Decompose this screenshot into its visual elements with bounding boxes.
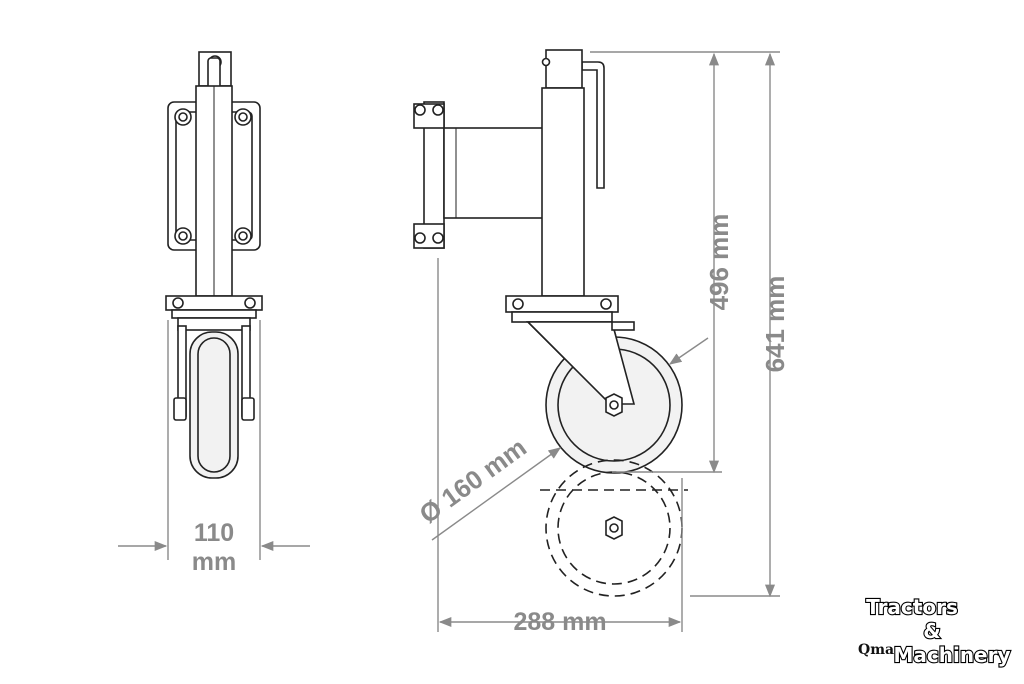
lowered-wheel-axle <box>605 516 623 540</box>
watermark-line2: & <box>923 619 940 643</box>
dimension-lines <box>118 51 780 632</box>
width-value-label: 110 <box>194 519 234 547</box>
watermark-line1: Tractors <box>866 595 958 619</box>
watermark-line3: Machinery <box>893 643 1010 667</box>
front-view <box>165 51 263 479</box>
side-view <box>413 49 683 474</box>
height-total-label: 641 mm <box>760 276 790 373</box>
height-upper-label: 496 mm <box>704 214 734 311</box>
watermark-logo: Tractors & Qma Machinery <box>858 594 1012 668</box>
length-label: 288 mm <box>513 608 606 636</box>
watermark-prefix: Qma <box>858 642 894 658</box>
width-unit-label: mm <box>192 548 236 576</box>
